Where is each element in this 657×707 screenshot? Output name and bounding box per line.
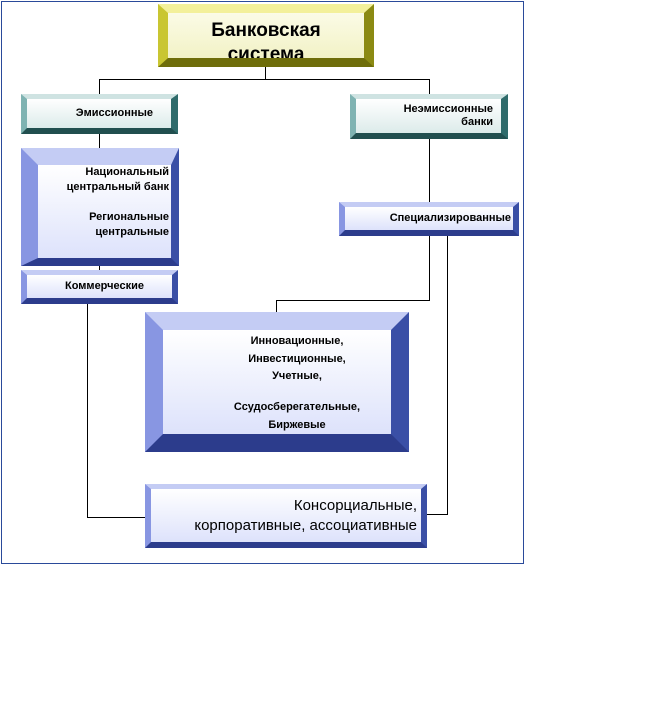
node-innovation-line-1: Инновационные, (250, 335, 344, 347)
node-consortium: Консорциальные, корпоративные, ассоциати… (145, 484, 427, 548)
node-innovation-line-3: Учетные, (272, 370, 322, 382)
node-non-emission-line-1: Неэмиссионные (403, 103, 493, 115)
node-consortium-line-1: Консорциальные, (293, 496, 417, 514)
node-national-line-5: центральные (95, 226, 169, 238)
node-consortium-line-2: корпоративные, ассоциативные (194, 516, 417, 534)
connector-special-consortium (427, 236, 448, 515)
node-innovation-line-5: Ссудосберегательные, (233, 401, 361, 413)
node-commercial: Коммерческие (21, 270, 178, 304)
node-commercial-label: Коммерческие (65, 280, 144, 292)
node-non-emission: Неэмиссионные банки (350, 94, 508, 139)
node-banking-system: Банковская система (158, 4, 374, 67)
diagram-frame (1, 1, 524, 564)
node-national-line-1: Национальный (85, 166, 169, 178)
connector-root-branches (99, 79, 430, 94)
node-innovation-line-2: Инвестиционные, (248, 352, 346, 365)
node-specialized: Специализированные (339, 202, 519, 236)
node-national-central-bank: Национальный центральный банк Региональн… (21, 148, 179, 266)
node-national-line-2: центральный банк (66, 181, 169, 193)
node-non-emission-line-2: банки (461, 116, 493, 128)
node-national-line-4: Региональные (89, 211, 169, 223)
node-specialized-label: Специализированные (389, 212, 511, 224)
connector-commercial-consortium (87, 304, 145, 518)
node-innovation-investment: Инновационные, Инвестиционные, Учетные, … (145, 312, 409, 452)
node-emission-label: Эмиссионные (75, 107, 153, 119)
node-innovation-line-6: Биржевые (268, 418, 326, 431)
node-emission: Эмиссионные (21, 94, 178, 134)
connector-special-innovation (276, 236, 430, 312)
node-banking-system-line-1: Банковская (211, 20, 321, 41)
node-banking-system-line-2: система (227, 44, 305, 58)
